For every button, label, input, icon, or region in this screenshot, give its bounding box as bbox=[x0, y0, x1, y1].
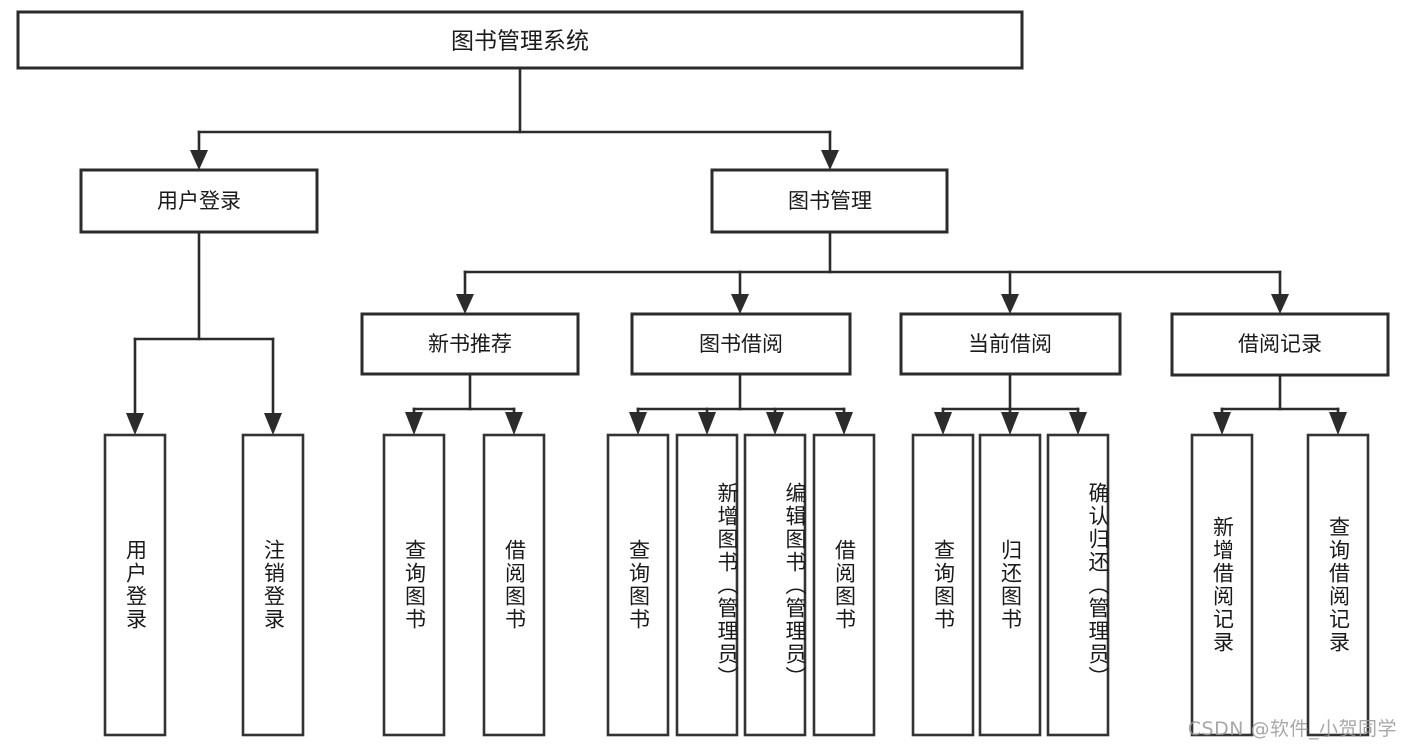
arrow-head-current-borrow bbox=[1001, 294, 1019, 314]
leaf-box-nb-borrow-book[interactable] bbox=[482, 433, 546, 737]
arrow-head-cb-leaf1 bbox=[934, 412, 952, 435]
node-new-book-box[interactable] bbox=[360, 312, 580, 376]
arrow-head-br-leaf1 bbox=[1213, 412, 1231, 435]
connector-group-new-book bbox=[405, 372, 523, 435]
connector-group-user-login bbox=[126, 230, 282, 435]
leaf-box-bb-query-book[interactable] bbox=[606, 433, 670, 737]
leaf-boxes-borrow-record bbox=[1190, 433, 1370, 737]
arrow-head-bb-leaf4 bbox=[835, 412, 853, 435]
leaf-boxes-current-borrow bbox=[911, 433, 1110, 737]
leaf-box-nb-query-book[interactable] bbox=[382, 433, 446, 737]
node-book-manage-box[interactable] bbox=[710, 168, 949, 234]
leaf-boxes-book-borrow bbox=[606, 433, 876, 737]
node-book-borrow-label: 图书借阅 bbox=[699, 332, 783, 356]
node-book-manage-label: 图书管理 bbox=[788, 189, 872, 213]
leaf-box-user-login[interactable] bbox=[103, 433, 167, 737]
csdn-watermark: CSDN @软件_小贺同学 bbox=[1187, 718, 1397, 740]
leaf-box-logout[interactable] bbox=[241, 433, 305, 737]
arrow-head-cb-leaf2 bbox=[1001, 412, 1019, 435]
node-root-system[interactable]: 图书管理系统 bbox=[16, 10, 1024, 70]
node-book-borrow-box[interactable] bbox=[630, 312, 852, 376]
arrow-head-borrow-record bbox=[1271, 294, 1289, 314]
leaf-box-cb-confirm-return[interactable] bbox=[1046, 433, 1110, 737]
arrow-head-bb-leaf3 bbox=[766, 412, 784, 435]
node-new-book-recommend[interactable]: 新书推荐 bbox=[360, 312, 580, 376]
leaf-box-bb-borrow-book[interactable] bbox=[812, 433, 876, 737]
arrow-head-br-leaf2 bbox=[1329, 412, 1347, 435]
node-current-borrow[interactable]: 当前借阅 bbox=[899, 312, 1122, 376]
leaf-box-cb-return-book[interactable] bbox=[978, 433, 1042, 737]
node-borrow-record[interactable]: 借阅记录 bbox=[1170, 312, 1390, 377]
node-root-box[interactable] bbox=[16, 10, 1024, 70]
leaf-box-br-add-record[interactable] bbox=[1190, 433, 1254, 737]
node-current-borrow-box[interactable] bbox=[899, 312, 1122, 376]
arrow-head-leaf-logout bbox=[264, 413, 282, 435]
connector-group-current-borrow bbox=[934, 372, 1087, 435]
arrow-head-book-borrow bbox=[731, 294, 749, 314]
node-book-borrow[interactable]: 图书借阅 bbox=[630, 312, 852, 376]
arrow-head-bb-leaf2 bbox=[698, 412, 716, 435]
arrow-head-cb-leaf3 bbox=[1069, 412, 1087, 435]
arrow-head-bb-leaf1 bbox=[629, 412, 647, 435]
node-borrow-record-label: 借阅记录 bbox=[1238, 332, 1322, 356]
node-user-login-label: 用户登录 bbox=[157, 189, 241, 213]
leaf-boxes-user-login bbox=[103, 433, 305, 737]
connector-group-root bbox=[190, 66, 839, 170]
arrow-head-nb-leaf2 bbox=[505, 412, 523, 435]
node-borrow-record-box[interactable] bbox=[1170, 312, 1390, 377]
node-new-book-label: 新书推荐 bbox=[428, 332, 512, 356]
node-book-manage[interactable]: 图书管理 bbox=[710, 168, 949, 234]
node-current-borrow-label: 当前借阅 bbox=[968, 332, 1052, 356]
leaf-box-cb-query-book[interactable] bbox=[911, 433, 975, 737]
connector-group-book-borrow bbox=[629, 372, 853, 435]
arrow-head-book-manage bbox=[821, 150, 839, 170]
connector-group-book-manage bbox=[456, 230, 1289, 314]
arrow-head-user-login bbox=[190, 150, 208, 170]
node-root-label: 图书管理系统 bbox=[451, 29, 589, 55]
node-user-login-box[interactable] bbox=[79, 168, 319, 234]
leaf-box-br-query-record[interactable] bbox=[1306, 433, 1370, 737]
arrow-head-nb-leaf1 bbox=[405, 412, 423, 435]
leaf-boxes-new-book bbox=[382, 433, 546, 737]
arrow-head-new-book bbox=[456, 294, 474, 314]
leaf-box-bb-add-book[interactable] bbox=[675, 433, 739, 737]
arrow-head-leaf-user-login bbox=[126, 413, 144, 435]
leaf-box-bb-edit-book[interactable] bbox=[743, 433, 807, 737]
connector-group-borrow-record bbox=[1213, 373, 1347, 435]
node-user-login[interactable]: 用户登录 bbox=[79, 168, 319, 234]
